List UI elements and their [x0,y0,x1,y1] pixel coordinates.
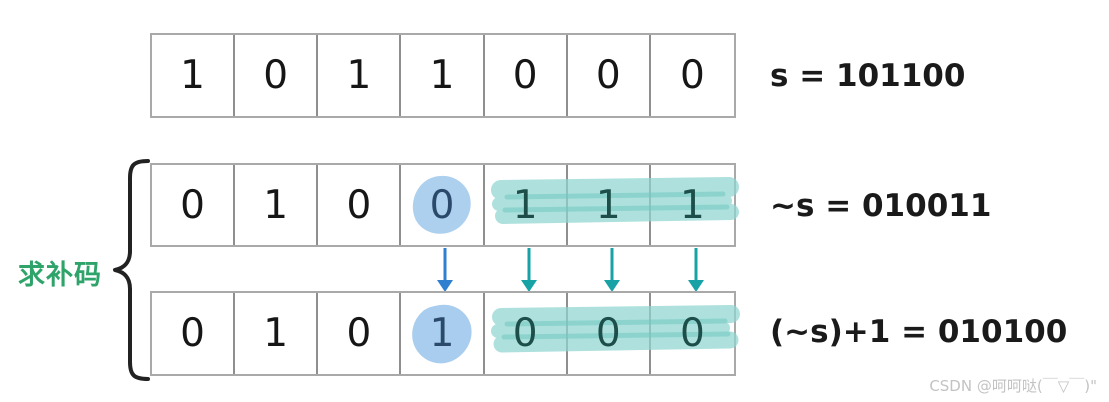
bit-cell: 0 [651,35,734,116]
bit-value: 0 [512,53,538,98]
bit-cell-highlighted: 1 [485,165,568,245]
bit-cell-highlighted: 0 [568,293,651,374]
bit-value: 1 [595,182,621,228]
bit-cell: 1 [235,293,319,374]
bit-value: 0 [680,311,705,356]
bit-cell: 0 [152,165,236,245]
bit-cell-highlighted: 0 [485,293,568,374]
bit-cell-highlighted: 1 [651,165,734,245]
bit-value: 1 [429,53,455,98]
bit-value: 0 [595,311,621,356]
equation-original: s = 101100 [770,58,966,94]
bit-cell: 0 [485,35,568,116]
bit-value: 1 [346,53,372,98]
bit-cell: 1 [401,35,485,116]
bit-row-inverted: 0 1 0 0 1 1 1 [150,163,736,247]
brace-label: 求补码 [18,260,102,291]
bit-cell: 1 [318,35,402,116]
bit-value: 1 [263,182,289,228]
equation-inverted: ~s = 010011 [770,188,992,224]
bit-cell: 1 [152,35,236,116]
bit-value: 1 [680,182,705,228]
bit-value: 1 [180,53,205,98]
bit-cell-marked: 0 [401,165,485,245]
bit-cell: 0 [318,293,402,374]
bit-cell-highlighted: 1 [568,165,651,245]
bit-value: 0 [180,182,205,228]
bit-cell: 0 [235,35,319,116]
bit-value: 0 [512,311,538,356]
bit-cell: 1 [235,165,319,245]
grouping-brace-icon [104,158,152,382]
watermark: CSDN @呵呵哒(￣▽￣)" [929,377,1097,395]
bit-cell: 0 [318,165,402,245]
bit-cell: 0 [568,35,651,116]
bit-value: 0 [346,311,372,356]
bit-cell-marked: 1 [401,293,485,374]
bit-value: 1 [429,311,455,356]
bit-value: 0 [680,53,705,98]
bit-value: 0 [346,182,372,228]
bit-value: 0 [429,182,455,228]
bit-value: 1 [263,311,289,356]
bit-value: 0 [180,311,205,356]
equation-twos-complement: (~s)+1 = 010100 [770,314,1068,350]
bit-row-twos-complement: 0 1 0 1 0 0 0 [150,291,736,376]
bit-value: 0 [595,53,621,98]
bit-cell: 0 [152,293,236,374]
bit-value: 0 [263,53,289,98]
bit-row-original: 1 0 1 1 0 0 0 [150,33,736,118]
bit-value: 1 [512,182,538,228]
bit-cell-highlighted: 0 [651,293,734,374]
